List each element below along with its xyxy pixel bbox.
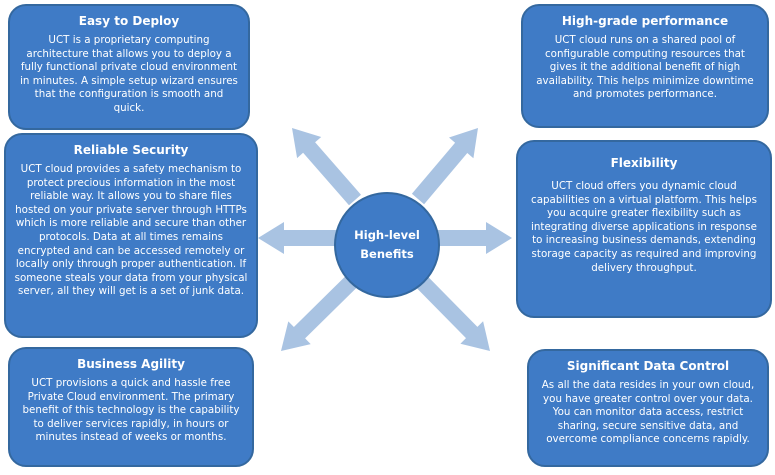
arrow-to-reliable-security — [258, 222, 336, 254]
hub-line-1: High-level — [354, 228, 420, 242]
business-agility-box: Business Agility UCT provisions a quick … — [8, 347, 254, 467]
reliable-security-title: Reliable Security — [73, 143, 189, 157]
high-grade-performance-box: High-grade performance UCT cloud runs on… — [521, 4, 769, 128]
reliable-security-box: Reliable Security UCT cloud provides a s… — [4, 133, 258, 338]
arrow-to-easy-deploy — [292, 128, 361, 206]
business-agility-text: UCT provisions a quick and hassle free P… — [22, 377, 240, 444]
arrow-to-data-control — [414, 274, 490, 351]
easy-to-deploy-box: Easy to Deploy UCT is a proprietary comp… — [8, 4, 250, 130]
business-agility-title: Business Agility — [77, 357, 185, 371]
easy-to-deploy-title: Easy to Deploy — [78, 14, 180, 28]
data-control-text: As all the data resides in your own clou… — [541, 379, 755, 446]
data-control-box: Significant Data Control As all the data… — [527, 349, 769, 467]
flexibility-box: Flexibility UCT cloud offers you dynamic… — [516, 140, 772, 318]
arrow-to-high-grade — [411, 128, 478, 205]
flexibility-text: UCT cloud offers you dynamic cloud capab… — [531, 180, 757, 274]
arrow-to-flexibility — [438, 222, 512, 254]
flexibility-title: Flexibility — [610, 156, 678, 170]
high-grade-performance-text: UCT cloud runs on a shared pool of confi… — [536, 34, 754, 101]
arrow-to-business-agility — [281, 274, 359, 351]
hub-line-2: Benefits — [360, 247, 414, 261]
high-grade-performance-title: High-grade performance — [561, 14, 729, 28]
reliable-security-text: UCT cloud provides a safety mechanism to… — [14, 163, 248, 298]
data-control-title: Significant Data Control — [566, 359, 730, 373]
high-level-benefits-hub: High-level Benefits — [334, 192, 440, 298]
easy-to-deploy-text: UCT is a proprietary computing architect… — [20, 34, 238, 114]
